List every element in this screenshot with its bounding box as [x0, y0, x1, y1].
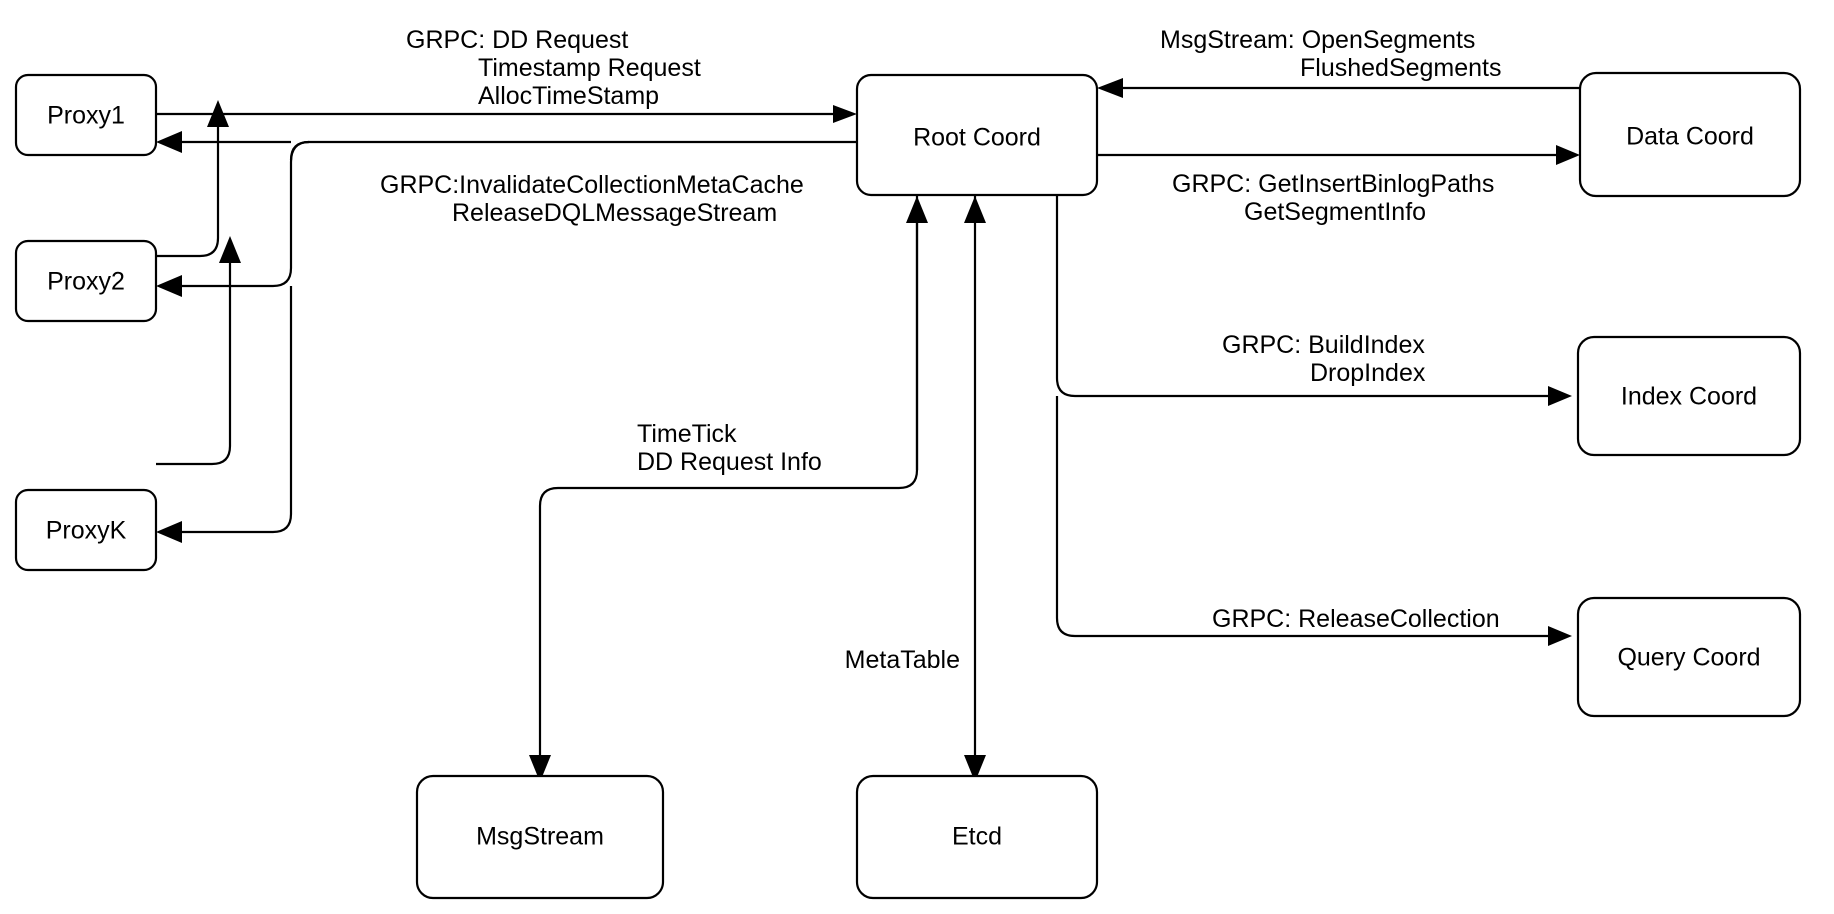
node-proxy1-label: Proxy1	[47, 102, 125, 130]
arrow-head-icon	[207, 100, 229, 127]
label-root-to-proxy-line1: GRPC:InvalidateCollectionMetaCache	[380, 171, 804, 199]
edge-proxyk-to-rootcoord	[156, 236, 241, 466]
edge-msgstream-to-rootcoord	[906, 196, 928, 470]
edge-rootcoord-to-indexcoord	[1055, 195, 1572, 406]
node-etcd[interactable]: Etcd	[855, 774, 1099, 900]
node-proxy2-label: Proxy2	[47, 268, 125, 296]
label-root-to-datacoord-line1: GRPC: GetInsertBinlogPaths	[1172, 170, 1494, 198]
label-root-to-datacoord-line2: GetSegmentInfo	[1244, 198, 1426, 226]
node-root-coord-label: Root Coord	[913, 124, 1041, 152]
label-proxy-to-root-line2: Timestamp Request	[478, 54, 701, 82]
node-proxy1[interactable]: Proxy1	[14, 73, 158, 157]
edge-rootcoord-to-msgstream	[529, 195, 919, 782]
edge-line	[156, 262, 232, 466]
label-root-to-msgstream-line1: TimeTick	[637, 420, 737, 448]
label-proxy-to-root-line1: GRPC: DD Request	[406, 26, 628, 54]
arrow-head-icon	[529, 755, 551, 782]
edge-line	[176, 286, 293, 534]
arrow-head-icon	[1548, 386, 1572, 406]
edge-rootcoord-to-etcd	[964, 196, 986, 782]
arrow-head-icon	[833, 105, 857, 123]
arrow-head-icon	[1556, 145, 1580, 165]
arrow-head-icon	[964, 196, 986, 223]
label-root-to-indexcoord-line2: DropIndex	[1310, 359, 1426, 387]
arrow-head-icon	[156, 275, 182, 297]
edge-rootcoord-to-querycoord	[1055, 396, 1572, 646]
node-etcd-label: Etcd	[952, 823, 1002, 851]
arrow-head-icon	[219, 236, 241, 263]
edge-line	[156, 126, 220, 258]
edge-rootcoord-to-proxy1	[156, 131, 857, 161]
label-root-to-datacoord: GRPC: GetInsertBinlogPaths GetSegmentInf…	[1172, 170, 1494, 226]
arrow-head-icon	[156, 521, 182, 543]
label-root-to-querycoord: GRPC: ReleaseCollection	[1212, 605, 1500, 633]
label-root-to-indexcoord-line1: GRPC: BuildIndex	[1222, 331, 1425, 359]
arrow-head-icon	[906, 196, 928, 223]
label-root-to-etcd-line1: MetaTable	[845, 646, 960, 674]
node-msgstream[interactable]: MsgStream	[415, 774, 665, 900]
node-msgstream-box[interactable]	[415, 774, 665, 900]
label-datacoord-to-root: MsgStream: OpenSegments FlushedSegments	[1160, 26, 1502, 82]
node-root-coord-box[interactable]	[855, 73, 1099, 197]
node-proxy2-box[interactable]	[14, 239, 158, 323]
node-data-coord-label: Data Coord	[1626, 123, 1754, 151]
edge-rootcoord-to-datacoord	[1097, 145, 1580, 165]
label-root-to-msgstream: TimeTick DD Request Info	[637, 420, 822, 476]
node-etcd-box[interactable]	[855, 774, 1099, 900]
edge-line	[1055, 195, 1558, 398]
label-proxy-to-root: GRPC: DD Request Timestamp Request Alloc…	[406, 26, 701, 110]
edge-datacoord-to-rootcoord	[1097, 78, 1580, 98]
label-root-to-proxy-line2: ReleaseDQLMessageStream	[452, 199, 777, 227]
node-query-coord-label: Query Coord	[1617, 644, 1760, 672]
arrow-head-icon	[156, 131, 182, 153]
node-index-coord-label: Index Coord	[1621, 383, 1757, 411]
label-root-to-etcd: MetaTable	[845, 646, 960, 674]
edge-line	[538, 195, 919, 758]
node-proxy2[interactable]: Proxy2	[14, 239, 158, 323]
node-query-coord-box[interactable]	[1576, 596, 1802, 718]
node-proxyk-label: ProxyK	[46, 517, 127, 545]
arrow-head-icon	[1548, 626, 1572, 646]
edge-rootcoord-to-proxy2	[156, 140, 310, 297]
edge-rootcoord-to-proxyk	[156, 286, 293, 543]
node-index-coord-box[interactable]	[1576, 335, 1802, 457]
label-proxy-to-root-line3: AllocTimeStamp	[478, 82, 659, 110]
arrow-head-icon	[1097, 78, 1123, 98]
label-datacoord-to-root-line1: MsgStream: OpenSegments	[1160, 26, 1475, 54]
node-proxyk-box[interactable]	[14, 488, 158, 572]
node-index-coord[interactable]: Index Coord	[1576, 335, 1802, 457]
node-query-coord[interactable]: Query Coord	[1576, 596, 1802, 718]
arrow-head-icon	[964, 755, 986, 782]
label-root-to-querycoord-line1: GRPC: ReleaseCollection	[1212, 605, 1500, 633]
edge-line	[1055, 396, 1558, 638]
node-root-coord[interactable]: Root Coord	[855, 73, 1099, 197]
label-root-to-msgstream-line2: DD Request Info	[637, 448, 822, 476]
node-data-coord[interactable]: Data Coord	[1578, 71, 1802, 198]
label-root-to-indexcoord: GRPC: BuildIndex DropIndex	[1222, 331, 1426, 387]
label-root-to-proxy: GRPC:InvalidateCollectionMetaCache Relea…	[380, 171, 804, 227]
edge-proxy2-to-rootcoord	[156, 100, 229, 258]
edge-line	[176, 140, 310, 288]
node-data-coord-box[interactable]	[1578, 71, 1802, 198]
node-proxy1-box[interactable]	[14, 73, 158, 157]
edge-line	[289, 140, 857, 161]
node-msgstream-label: MsgStream	[476, 823, 604, 851]
edge-proxy1-to-rootcoord	[156, 105, 857, 123]
label-datacoord-to-root-line2: FlushedSegments	[1300, 54, 1502, 82]
node-proxyk[interactable]: ProxyK	[14, 488, 158, 572]
